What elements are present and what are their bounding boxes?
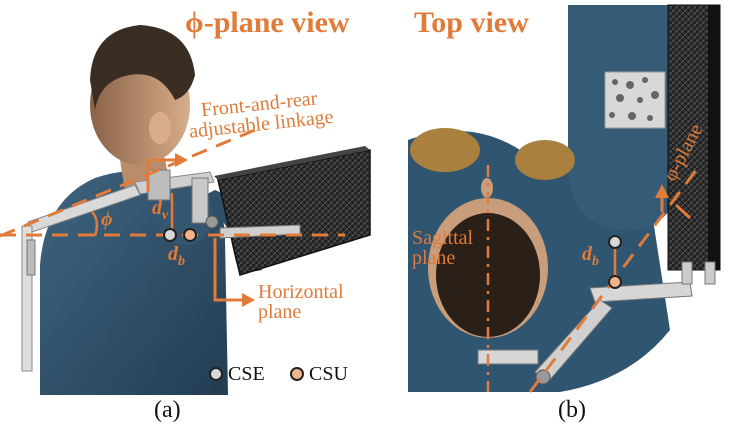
- horizontal-plane-label: Horizontal plane: [258, 282, 344, 322]
- legend-csu-marker: [290, 367, 304, 381]
- legend-cse-marker: [209, 367, 223, 381]
- panel-b-title: Top view: [414, 6, 529, 39]
- cse-point-a: [163, 228, 177, 242]
- csu-point-a: [183, 228, 197, 242]
- panel-a-art: [0, 25, 371, 395]
- panel-a-title: ϕ-plane view: [185, 6, 350, 39]
- ear: [149, 112, 171, 144]
- carbon-cuff: [217, 149, 371, 276]
- hair: [90, 25, 195, 110]
- horizontal-plane-line1: Horizontal: [258, 281, 344, 303]
- linkage-arrow: [146, 158, 175, 192]
- panel-b-art: [408, 4, 721, 393]
- caption-a: (a): [154, 397, 181, 423]
- db-symbol-a: db: [168, 243, 185, 269]
- horizontal-plane-arrow: [213, 238, 242, 302]
- cse-point-b: [608, 235, 622, 249]
- phi-plane-line: [0, 128, 256, 238]
- db-symbol-b: db: [582, 243, 599, 269]
- csu-point-b: [608, 275, 622, 289]
- caption-b: (b): [558, 397, 586, 423]
- sagittal-label-line1: Sagittal: [412, 227, 474, 249]
- sagittal-label: Sagittal plane: [412, 228, 473, 268]
- legend-cse-label: CSE: [228, 363, 265, 385]
- phi-angle-arc: [91, 211, 99, 237]
- dv-symbol: dv: [152, 197, 169, 223]
- legend-csu-label: CSU: [309, 363, 348, 385]
- sagittal-label-line2: plane: [412, 247, 456, 269]
- phi-symbol: ϕ: [101, 208, 113, 230]
- horizontal-plane-line2: plane: [258, 301, 302, 323]
